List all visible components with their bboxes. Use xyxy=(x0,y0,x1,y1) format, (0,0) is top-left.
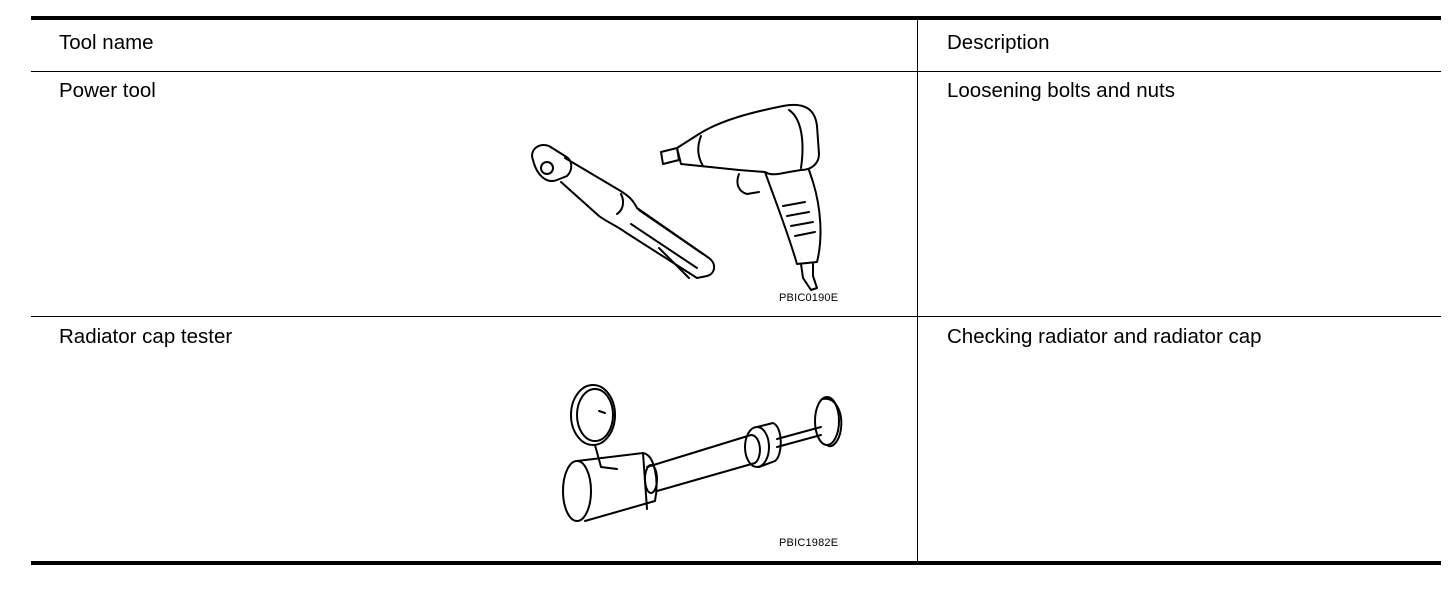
pump-cylinder xyxy=(646,434,761,492)
row-power-tool-name: Power tool xyxy=(59,79,156,102)
tool-table: Tool name Description Power tool Looseni… xyxy=(31,16,1441,565)
ratchet-body xyxy=(560,157,715,279)
plunger-rod xyxy=(776,426,822,448)
header-description: Description xyxy=(947,31,1050,54)
impact-grip xyxy=(764,169,822,265)
radiator-cap-tester-illustration xyxy=(562,384,843,522)
row-divider xyxy=(31,316,1441,317)
header-divider xyxy=(31,71,1441,72)
table-top-rule xyxy=(31,16,1441,20)
gauge-rim xyxy=(576,388,614,442)
adapter-face xyxy=(562,460,592,522)
table-bottom-rule xyxy=(31,561,1441,565)
row-radiator-cap-tester-name: Radiator cap tester xyxy=(59,325,233,348)
impact-anvil xyxy=(660,147,680,165)
header-tool-name: Tool name xyxy=(59,31,154,54)
impact-trigger xyxy=(736,173,760,195)
gauge-face xyxy=(570,384,616,446)
row-radiator-cap-tester-description: Checking radiator and radiator cap xyxy=(947,325,1262,348)
row-power-tool-description: Loosening bolts and nuts xyxy=(947,79,1175,102)
gauge-stem xyxy=(594,444,618,470)
figure-code-radiator-cap-tester: PBIC1982E xyxy=(779,537,839,549)
column-divider xyxy=(917,20,918,561)
figure-code-power-tool: PBIC0190E xyxy=(779,292,839,304)
impact-body xyxy=(676,103,820,176)
impact-air-fitting xyxy=(800,263,818,291)
ratchet-square-drive xyxy=(540,161,554,175)
power-tool-illustration xyxy=(531,103,822,291)
ratchet-head xyxy=(531,144,573,182)
